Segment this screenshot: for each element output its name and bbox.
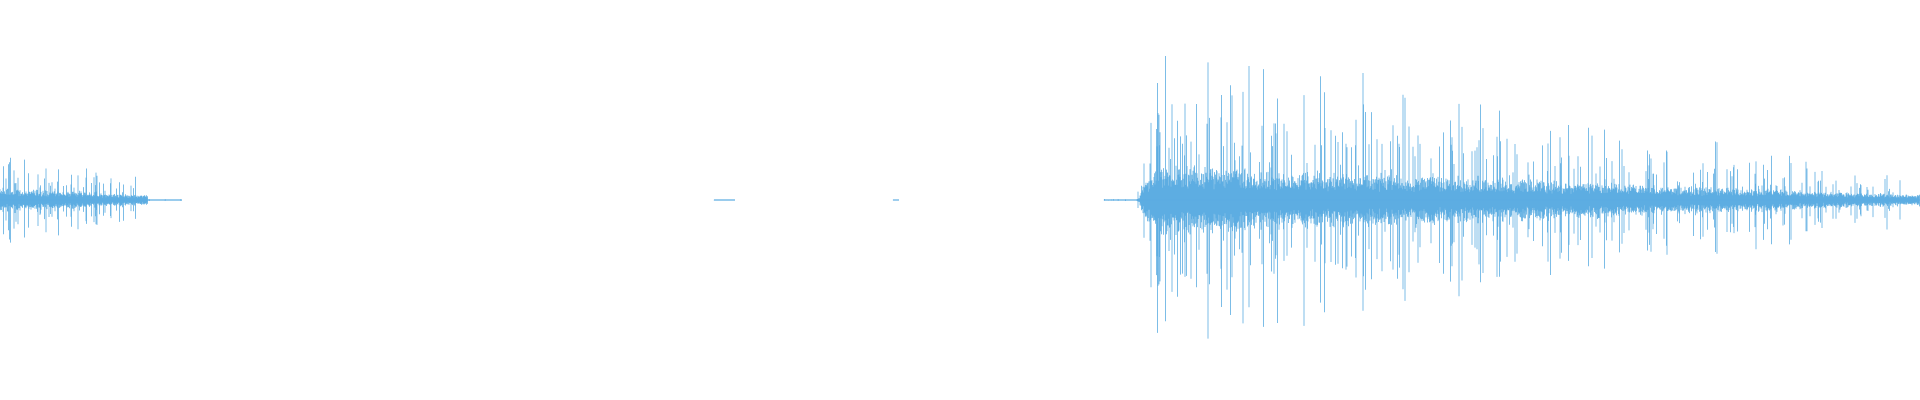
waveform-samples	[0, 56, 1920, 339]
waveform-burst-2	[1136, 56, 1920, 339]
